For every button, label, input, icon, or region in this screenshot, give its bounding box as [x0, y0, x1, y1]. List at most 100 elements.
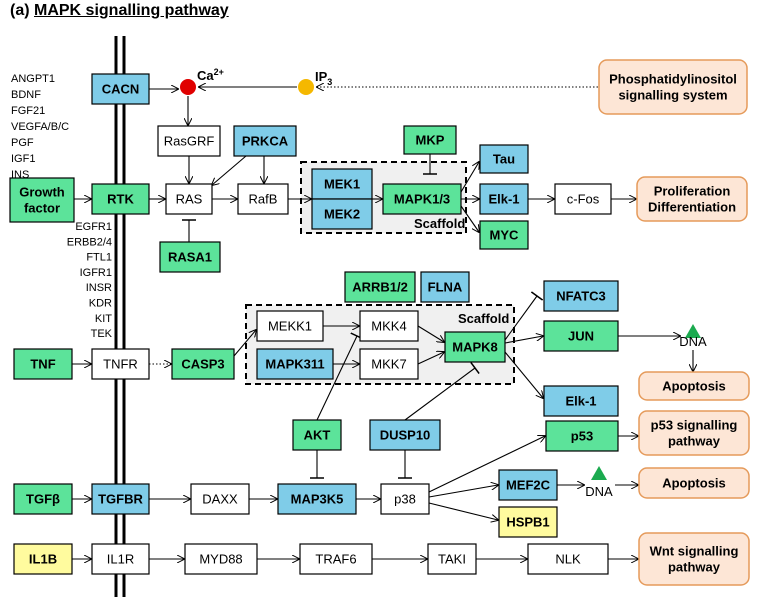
ca-dot — [180, 79, 196, 95]
node-apop1-label: Apoptosis — [662, 379, 726, 394]
node-prkca-label: PRKCA — [242, 134, 289, 149]
node-tnfr-label: TNFR — [103, 357, 138, 372]
node-p53path-box — [638, 410, 750, 456]
receptor-6: KDR — [89, 298, 112, 310]
node-mkk4-label: MKK4 — [371, 319, 406, 334]
node-elk1-bottom: Elk-1 — [543, 385, 619, 417]
receptor-3: FTL1 — [86, 252, 112, 264]
edge-dusp10-mapk8 — [404, 361, 480, 421]
ligand-5: PGF — [11, 137, 34, 149]
ip3-subscript: 3 — [327, 77, 332, 87]
node-ras-label: RAS — [176, 192, 203, 207]
node-wnt-box — [638, 532, 750, 586]
scaffold-label-1: Scaffold — [414, 216, 465, 231]
node-tgfb: TGFβ — [13, 483, 73, 515]
node-cacn-label: CACN — [102, 82, 140, 97]
node-mapk8-label: MAPK8 — [452, 340, 498, 355]
node-daxx-box — [190, 483, 250, 515]
node-ca: Ca2+ — [180, 67, 224, 95]
node-mek2-label: MEK2 — [324, 207, 360, 222]
edge-p38-p53 — [428, 436, 545, 493]
node-elk1-bottom-label: Elk-1 — [565, 394, 596, 409]
edge-mkk4-mapk8 — [417, 325, 444, 342]
node-tgfb-label: TGFβ — [26, 492, 60, 507]
node-tgfbr-label: TGFBR — [98, 492, 143, 507]
node-casp3: CASP3 — [171, 348, 235, 380]
dna1-label: DNA — [679, 334, 707, 349]
node-mekk1: MEKK1 — [256, 310, 324, 342]
node-prkca: PRKCA — [233, 125, 297, 157]
node-p53path-label-1: p53 signalling — [651, 418, 738, 433]
node-il1r: IL1R — [91, 543, 150, 575]
node-prkca-box — [233, 125, 297, 157]
node-dusp10-box — [369, 419, 441, 451]
node-mapk13: MAPK1/3 — [382, 183, 462, 215]
node-cfos-box — [554, 183, 612, 215]
receptor-2: ERBB2/4 — [67, 236, 112, 248]
node-tau-box — [479, 144, 529, 174]
node-prolif-label-2: Differentiation — [648, 200, 736, 215]
node-mapk13-label: MAPK1/3 — [394, 192, 450, 207]
node-casp3-box — [171, 348, 235, 380]
node-mapk311-label: MAPK311 — [265, 357, 324, 372]
node-arrb: ARRB1/2 — [344, 271, 416, 303]
node-daxx-label: DAXX — [202, 492, 238, 507]
node-mek1: MEK1 — [311, 168, 373, 200]
node-mef2c-box — [498, 469, 558, 501]
node-flna-box — [420, 271, 470, 303]
node-apop2-box — [638, 467, 750, 499]
node-mkk7: MKK7 — [359, 348, 419, 380]
ligand-1: ANGPT1 — [11, 73, 55, 85]
node-mkk4: MKK4 — [359, 310, 419, 342]
receptor-1: EGFR1 — [75, 221, 112, 233]
node-elk1-top-box — [479, 183, 529, 215]
ligand-3: FGF21 — [11, 105, 45, 117]
node-myc-box — [479, 220, 529, 250]
node-ras: RAS — [165, 183, 213, 215]
node-traf6-label: TRAF6 — [315, 552, 356, 567]
node-nlk-box — [527, 543, 609, 575]
node-ras-box — [165, 183, 213, 215]
node-traf6: TRAF6 — [299, 543, 373, 575]
node-p53path-label-2: pathway — [668, 434, 721, 449]
node-growth-box — [9, 177, 75, 223]
ligand-7: INS — [11, 169, 29, 181]
node-mekk1-label: MEKK1 — [268, 319, 312, 334]
node-rasgrf-label: RasGRF — [164, 134, 215, 149]
node-akt: AKT — [292, 419, 342, 451]
dna2-triangle-icon — [591, 466, 607, 480]
node-phos-box — [598, 59, 748, 115]
node-cfos: c-Fos — [554, 183, 612, 215]
node-hspb1: HSPB1 — [498, 506, 558, 538]
node-il1b-label: IL1B — [29, 552, 57, 567]
ligand-2: BDNF — [11, 89, 41, 101]
node-phos-label-1: Phosphatidylinositol — [609, 72, 737, 87]
node-prolif-label-1: Proliferation — [654, 184, 731, 199]
node-traf6-box — [299, 543, 373, 575]
edge-p38-mef2c — [428, 485, 498, 498]
node-mkp-label: MKP — [416, 133, 445, 148]
node-growth-label-2: factor — [24, 201, 60, 216]
node-mapk311: MAPK311 — [256, 348, 334, 380]
node-rasgrf-box — [157, 125, 221, 157]
node-p38-label: p38 — [394, 492, 416, 507]
node-tnfr-box — [91, 348, 150, 380]
node-mkk4-box — [359, 310, 419, 342]
node-rasgrf: RasGRF — [157, 125, 221, 157]
node-arrb-box — [344, 271, 416, 303]
node-wnt-label-1: Wnt signalling — [650, 544, 739, 559]
node-mek1-label: MEK1 — [324, 177, 360, 192]
figure-title: (a) MAPK signalling pathway — [10, 2, 229, 20]
ligand-6: IGF1 — [11, 153, 35, 165]
node-nlk-label: NLK — [555, 552, 581, 567]
node-hspb1-label: HSPB1 — [506, 515, 549, 530]
node-myc: MYC — [479, 220, 529, 250]
node-prolif-box — [636, 176, 748, 222]
node-akt-box — [292, 419, 342, 451]
node-cacn-box — [91, 73, 150, 105]
node-tgfb-box — [13, 483, 73, 515]
